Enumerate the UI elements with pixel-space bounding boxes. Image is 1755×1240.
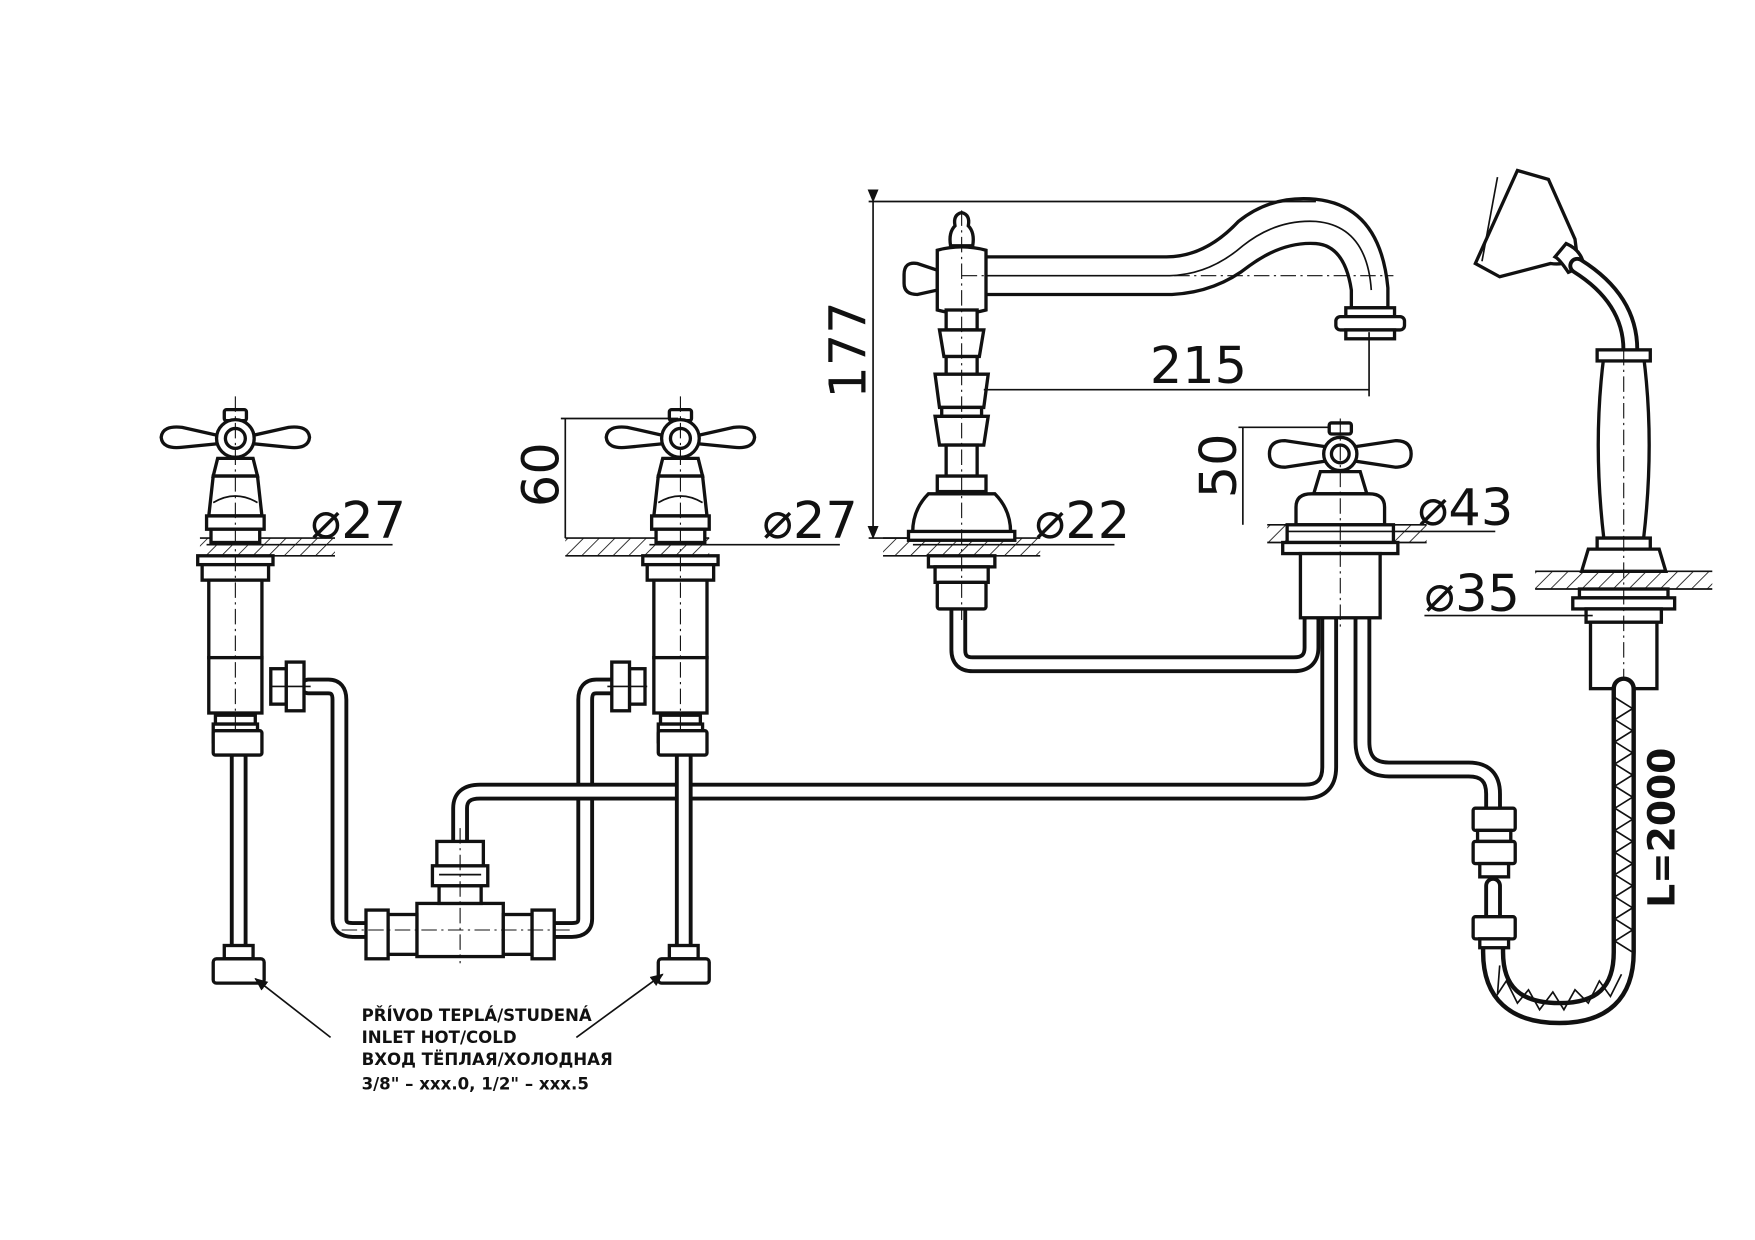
shower-hose xyxy=(1471,676,1636,1026)
dim-dia-diverter: ⌀43 xyxy=(1418,479,1513,538)
diverter-valve xyxy=(1267,418,1413,632)
supply-pipes xyxy=(229,600,1502,968)
note-line-thread-sizes: 3/8" – xxx.0, 1/2" – xxx.5 xyxy=(362,1074,589,1093)
dim-height-diverter: 50 xyxy=(1190,433,1249,498)
dim-dia-mid-valve: ⌀27 xyxy=(762,492,857,551)
dim-dia-left-valve: ⌀27 xyxy=(311,492,406,551)
note-line-russian: ВХОД ТЁПЛАЯ/ХОЛОДНАЯ xyxy=(362,1050,613,1069)
dim-height-spout: 177 xyxy=(819,301,878,398)
dim-hose-length: L=2000 xyxy=(1640,748,1684,908)
dim-reach-spout: 215 xyxy=(1150,337,1247,396)
middle-cross-valve xyxy=(604,394,757,985)
left-cross-valve xyxy=(159,394,312,985)
dimension-labels: 177 215 60 50 ⌀27 ⌀27 ⌀22 ⌀43 ⌀35 L=2000 xyxy=(311,301,1684,907)
dim-dia-spout: ⌀22 xyxy=(1035,492,1130,551)
dimension-lines xyxy=(206,189,1593,1039)
dim-dia-shower: ⌀35 xyxy=(1424,565,1519,624)
spout xyxy=(902,197,1407,620)
note-line-english: INLET HOT/COLD xyxy=(362,1028,517,1047)
t-connector xyxy=(341,828,575,964)
inlet-note: PŘÍVOD TEPLÁ/STUDENÁ INLET HOT/COLD ВХОД… xyxy=(362,1006,613,1094)
hand-shower xyxy=(1473,168,1677,698)
note-line-czech: PŘÍVOD TEPLÁ/STUDENÁ xyxy=(362,1006,592,1025)
dim-height-valve: 60 xyxy=(513,442,572,507)
